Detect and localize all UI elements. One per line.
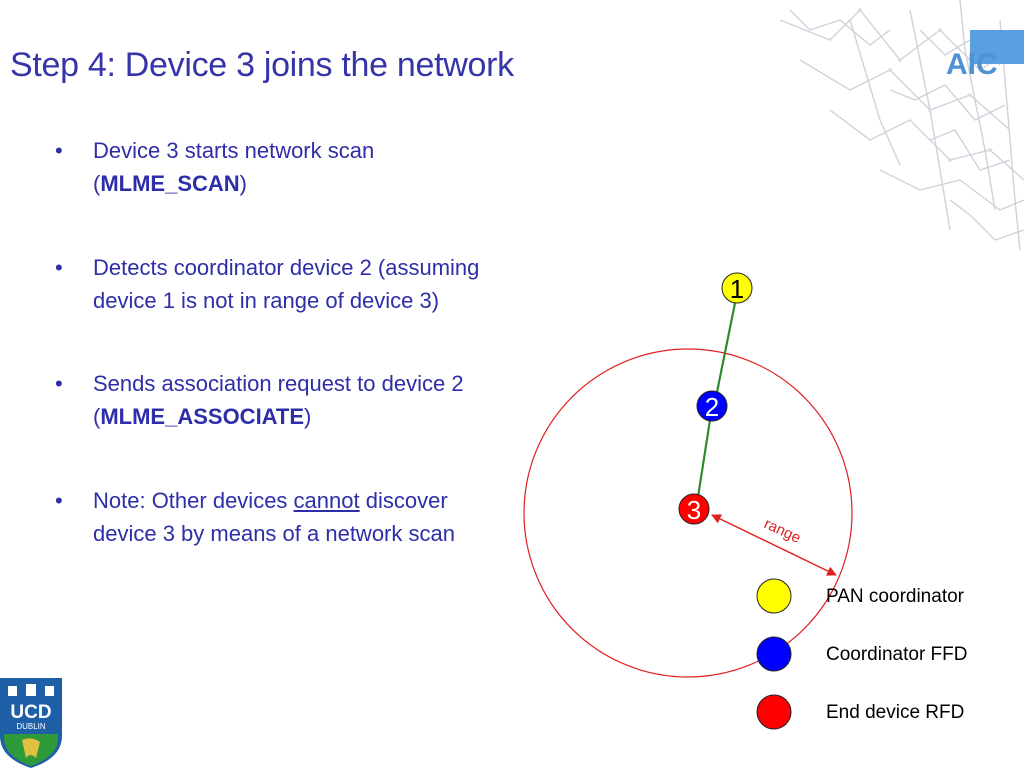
bullet-list: • Device 3 starts network scan (MLME_SCA… xyxy=(55,134,515,601)
legend-label-pan: PAN coordinator xyxy=(826,586,964,607)
aic-logo-text: AIC xyxy=(946,48,998,81)
ucd-logo-text: UCD xyxy=(10,702,51,723)
bullet-item: • Note: Other devices cannot discover de… xyxy=(55,484,515,550)
node-3-label: 3 xyxy=(687,495,701,525)
bullet-marker: • xyxy=(55,371,63,396)
legend-label-ffd: Coordinator FFD xyxy=(826,644,968,665)
bullet-code: MLME_ASSOCIATE xyxy=(100,404,305,429)
aic-logo-mark: AIC xyxy=(946,30,1024,81)
paren-close: ) xyxy=(239,171,247,196)
bullet-text: Sends association request to device 2 xyxy=(93,371,464,396)
bullet-marker: • xyxy=(55,138,63,163)
bullet-text: Detects coordinator device 2 (assuming d… xyxy=(93,255,480,313)
range-arrow xyxy=(711,514,837,576)
link-1-2 xyxy=(713,302,737,403)
link-2-3 xyxy=(696,419,712,498)
legend-swatch-ffd xyxy=(756,636,792,672)
bullet-text: Device 3 starts network scan xyxy=(93,138,375,163)
legend-swatch-pan xyxy=(756,578,792,614)
ucd-logo: UCD DUBLIN xyxy=(0,678,62,768)
paren-open: ( xyxy=(93,404,101,429)
node-3: 3 xyxy=(678,493,710,525)
bullet-item: • Detects coordinator device 2 (assuming… xyxy=(55,251,515,317)
bullet-item: • Device 3 starts network scan (MLME_SCA… xyxy=(55,134,515,200)
node-2: 2 xyxy=(696,390,728,422)
range-circle xyxy=(523,348,853,678)
bullet-code: MLME_SCAN xyxy=(100,171,240,196)
legend-swatch-rfd xyxy=(756,694,792,730)
bullet-text-post: discover device 3 by means of a network … xyxy=(93,488,455,546)
decorative-network-pattern xyxy=(779,0,1024,250)
bullet-marker: • xyxy=(55,255,63,280)
aic-logo: AIC xyxy=(940,30,1024,98)
bullet-emphasis: cannot xyxy=(293,488,360,513)
paren-close: ) xyxy=(304,404,312,429)
node-1-label: 1 xyxy=(730,274,744,304)
bullet-marker: • xyxy=(55,488,63,513)
slide-title: Step 4: Device 3 joins the network xyxy=(10,46,514,84)
bullet-text-pre: Note: Other devices xyxy=(93,488,294,513)
legend-label-rfd: End device RFD xyxy=(826,702,965,723)
paren-open: ( xyxy=(93,171,101,196)
ucd-logo-sub: DUBLIN xyxy=(16,722,46,731)
bullet-item: • Sends association request to device 2 … xyxy=(55,367,515,433)
node-2-label: 2 xyxy=(705,392,719,422)
node-1: 1 xyxy=(721,272,753,304)
